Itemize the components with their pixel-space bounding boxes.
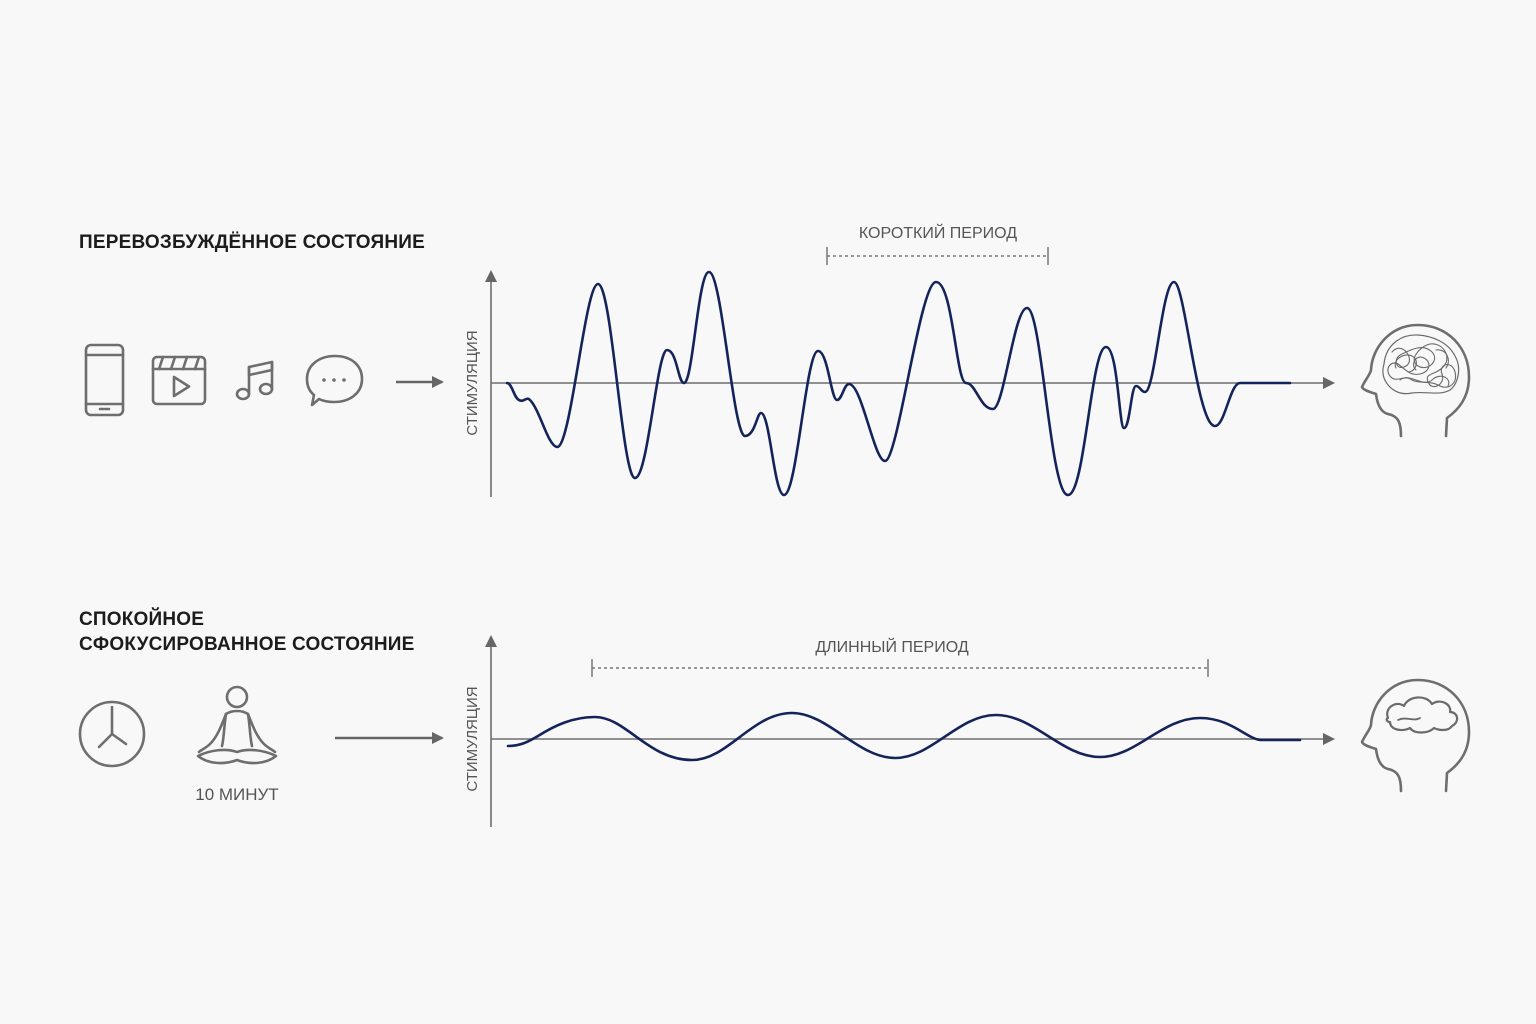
tangled-brain-head-icon bbox=[1360, 323, 1471, 438]
short-period-label: КОРОТКИЙ ПЕРИОД bbox=[859, 223, 1017, 242]
video-icon bbox=[151, 355, 207, 406]
meditation-icon bbox=[196, 685, 278, 765]
calm-stimulation-wave bbox=[506, 711, 1302, 762]
long-period-label: ДЛИННЫЙ ПЕРИОД bbox=[815, 637, 968, 656]
bottom-axis-label: СТИМУЛЯЦИЯ bbox=[464, 686, 481, 791]
duration-label: 10 МИНУТ bbox=[195, 785, 278, 804]
top-input-icons bbox=[84, 343, 364, 417]
long-period-bracket bbox=[591, 659, 1209, 677]
chat-bubble-icon bbox=[305, 354, 364, 407]
erratic-stimulation-wave bbox=[505, 270, 1292, 497]
calm-cloud-head-icon bbox=[1360, 678, 1471, 793]
music-note-icon bbox=[235, 360, 274, 401]
calm-title-line-2: СФОКУСИРОВАННОЕ СОСТОЯНИЕ bbox=[79, 634, 415, 655]
calm-focused-title: СПОКОЙНОЕ СФОКУСИРОВАННОЕ СОСТОЯНИЕ bbox=[79, 607, 415, 657]
short-period-bracket bbox=[826, 247, 1049, 265]
top-axis-label: СТИМУЛЯЦИЯ bbox=[464, 330, 481, 435]
clock-icon bbox=[78, 700, 146, 768]
calm-title-line-1: СПОКОЙНОЕ bbox=[79, 609, 205, 630]
overstimulated-title: ПЕРЕВОЗБУЖДЁННОЕ СОСТОЯНИЕ bbox=[79, 232, 426, 253]
phone-icon bbox=[84, 343, 125, 417]
